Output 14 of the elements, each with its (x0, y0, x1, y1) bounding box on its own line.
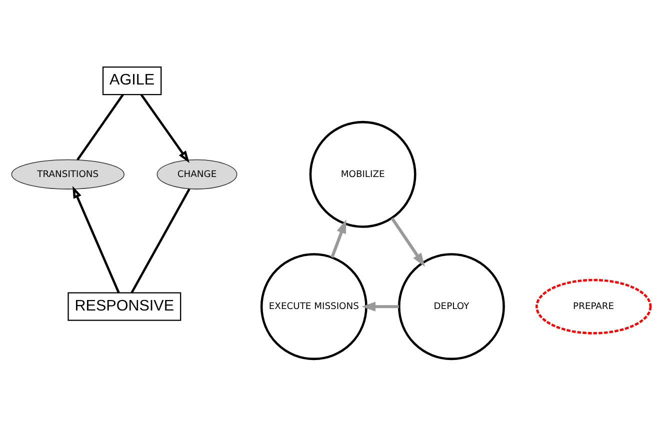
node-circle: MOBILIZE (309, 120, 416, 228)
arrow (72, 185, 120, 293)
node-ellipse: PREPARE (536, 278, 652, 334)
node-ellipse: TRANSITIONS (11, 158, 124, 189)
connector (130, 188, 190, 293)
arrow (362, 301, 399, 311)
arrow (140, 93, 190, 162)
node-ellipse: CHANGE (156, 158, 238, 189)
node-box: RESPONSIVE (68, 292, 182, 320)
node-circle: EXECUTE MISSIONS (260, 252, 368, 360)
arrow (330, 219, 346, 258)
node-box: AGILE (102, 66, 162, 95)
arrow (390, 216, 425, 266)
connector (76, 93, 124, 160)
